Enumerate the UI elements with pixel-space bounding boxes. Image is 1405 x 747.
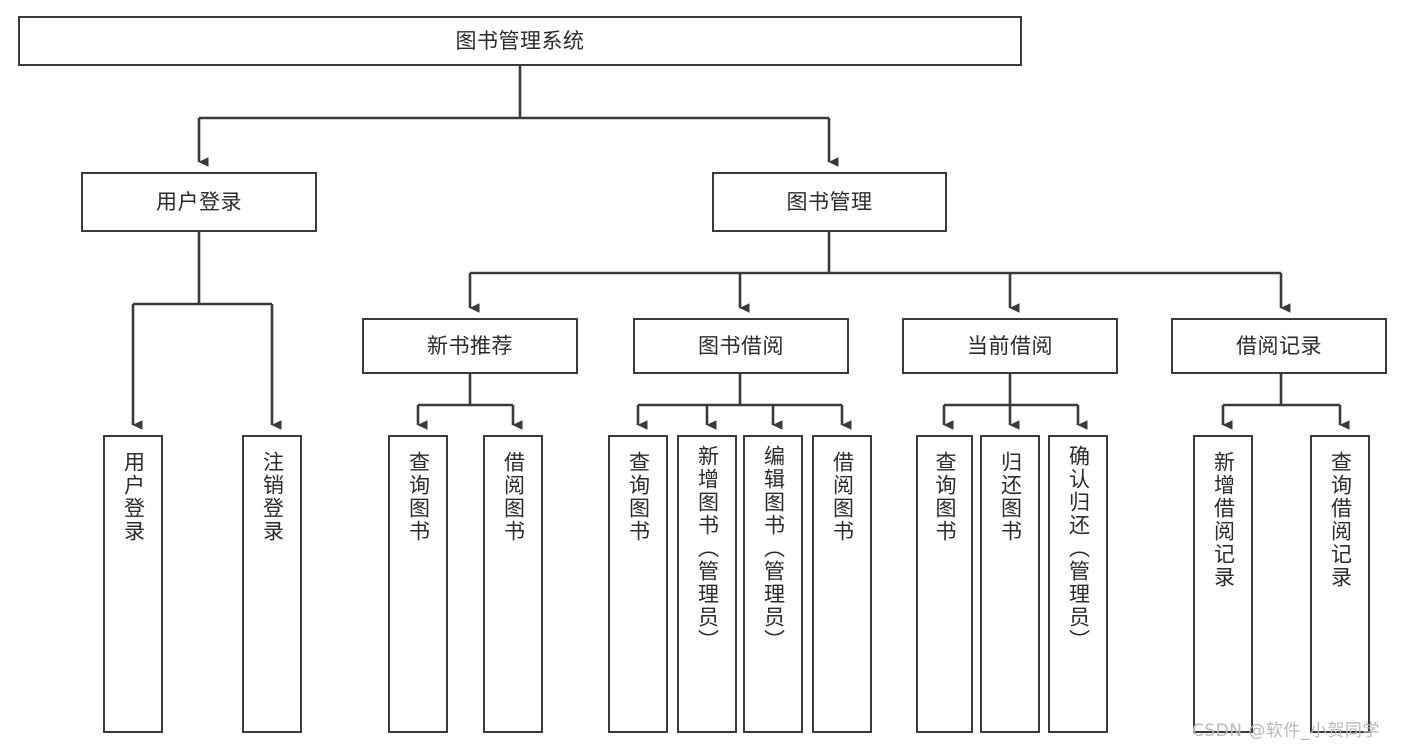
node-leaf-borrow-books-recommend[interactable]: 借阅图书 — [483, 435, 543, 733]
node-label: 图书管理系统 — [455, 28, 585, 53]
node-label: 用户登录 — [121, 451, 146, 543]
node-book-borrow[interactable]: 图书借阅 — [633, 318, 849, 374]
node-leaf-logout[interactable]: 注销登录 — [242, 435, 302, 733]
node-leaf-query-books-current[interactable]: 查询图书 — [916, 435, 973, 733]
node-leaf-add-book-admin[interactable]: 新增图书（管理员） — [677, 435, 737, 733]
node-root-book-management-system[interactable]: 图书管理系统 — [18, 16, 1022, 66]
node-label: 当前借阅 — [967, 333, 1053, 358]
node-label: 图书借阅 — [698, 333, 784, 358]
node-label: 确认归还（管理员） — [1066, 445, 1091, 652]
node-book-management[interactable]: 图书管理 — [712, 172, 947, 232]
node-current-borrow[interactable]: 当前借阅 — [902, 318, 1118, 374]
node-user-login[interactable]: 用户登录 — [81, 172, 317, 232]
node-label: 借阅图书 — [830, 451, 855, 543]
node-label: 图书管理 — [786, 189, 873, 214]
node-leaf-borrow-book[interactable]: 借阅图书 — [812, 435, 872, 733]
node-label: 查询图书 — [933, 451, 957, 543]
node-label: 借阅记录 — [1236, 333, 1322, 358]
node-label: 归还图书 — [998, 451, 1023, 543]
node-label: 注销登录 — [260, 451, 285, 543]
node-new-book-recommend[interactable]: 新书推荐 — [362, 318, 578, 374]
node-leaf-confirm-return-admin[interactable]: 确认归还（管理员） — [1048, 435, 1108, 733]
node-leaf-query-books-borrow[interactable]: 查询图书 — [608, 435, 668, 733]
node-borrow-record[interactable]: 借阅记录 — [1171, 318, 1387, 374]
node-label: 查询图书 — [406, 451, 431, 543]
node-leaf-return-book[interactable]: 归还图书 — [980, 435, 1040, 733]
node-label: 新增借阅记录 — [1211, 451, 1236, 589]
node-leaf-query-borrow-record[interactable]: 查询借阅记录 — [1310, 435, 1370, 733]
node-label: 借阅图书 — [501, 451, 526, 543]
node-label: 编辑图书（管理员） — [761, 445, 786, 652]
node-label: 新增图书（管理员） — [695, 445, 720, 652]
node-leaf-edit-book-admin[interactable]: 编辑图书（管理员） — [743, 435, 803, 733]
csdn-watermark: CSDN @软件_小贺同学 — [1192, 721, 1380, 741]
node-label: 查询借阅记录 — [1328, 451, 1353, 589]
node-label: 用户登录 — [156, 189, 242, 214]
node-label: 新书推荐 — [427, 333, 513, 358]
node-leaf-query-books-recommend[interactable]: 查询图书 — [388, 435, 448, 733]
node-leaf-user-login[interactable]: 用户登录 — [103, 435, 163, 733]
node-label: 查询图书 — [626, 451, 651, 543]
node-leaf-add-borrow-record[interactable]: 新增借阅记录 — [1193, 435, 1253, 733]
